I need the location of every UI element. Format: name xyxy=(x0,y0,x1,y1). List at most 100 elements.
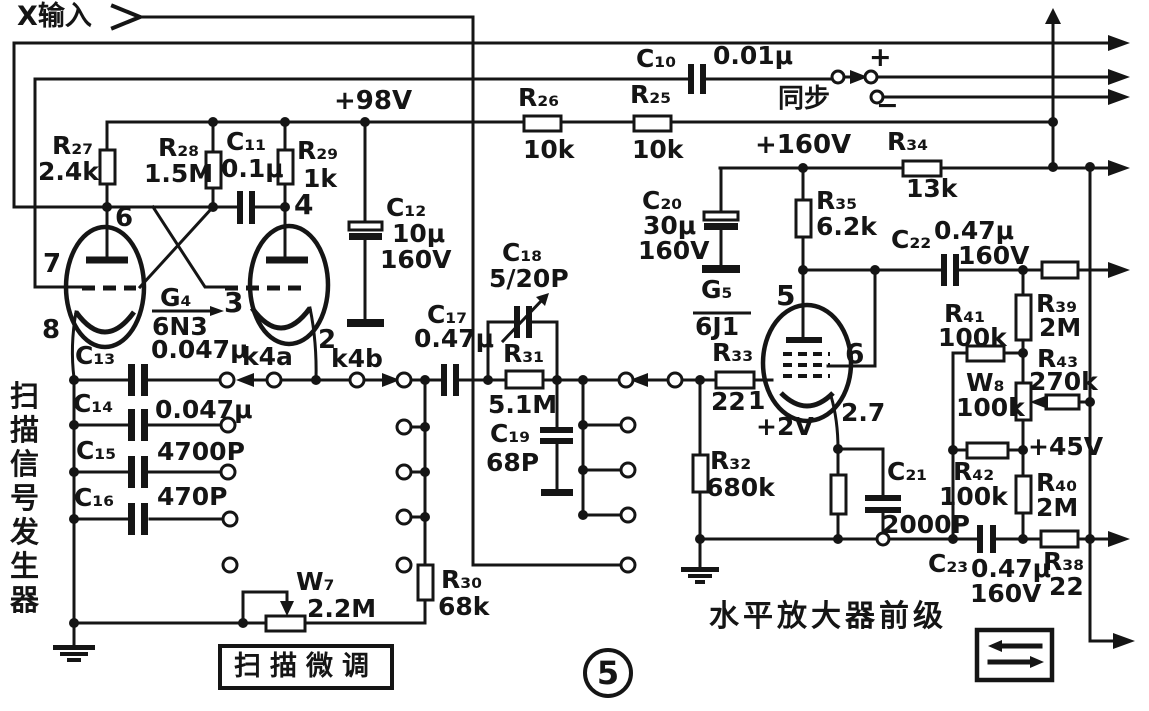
supply-160v-label: +160V xyxy=(755,130,852,160)
g4-pin7-label: 7 xyxy=(43,249,62,279)
r34-symbol xyxy=(901,159,943,178)
c19-ground-bar xyxy=(541,489,573,496)
r33-switch-contact xyxy=(617,371,635,389)
g4-pin8-label: 8 xyxy=(42,315,61,345)
ground-r32 xyxy=(681,567,719,572)
r30-ref: R₃₀ xyxy=(441,565,483,594)
c23-ref: C₂₃ xyxy=(928,549,969,578)
w7-ref: W₇ xyxy=(296,567,335,596)
r39-ref: R₃₉ xyxy=(1036,289,1078,318)
c14-value: 0.047μ xyxy=(155,395,253,424)
g4-pin6-label: 6 xyxy=(115,203,134,233)
r33-wiper-arrow-icon xyxy=(630,373,648,387)
c22-value: 0.47μ xyxy=(934,216,1015,245)
b160-arrow-icon xyxy=(1108,160,1130,176)
r38-ref: R₃₈ xyxy=(1043,547,1085,576)
r29-ref: R₂₉ xyxy=(297,136,339,165)
c22-ref: C₂₂ xyxy=(891,225,932,254)
tube-g5-6j1 xyxy=(693,302,854,424)
r27-symbol xyxy=(98,148,117,186)
c19-ref: C₁₉ xyxy=(490,419,531,448)
c18-ref: C₁₈ xyxy=(502,238,543,267)
c22-plates xyxy=(941,254,947,286)
r31-value: 5.1M xyxy=(488,390,558,419)
r35-symbol xyxy=(794,198,813,239)
k4a-contact xyxy=(218,371,236,389)
g4-ref: G₄ xyxy=(160,283,192,312)
r29-symbol xyxy=(276,148,295,186)
c21-value: 2000P xyxy=(882,510,970,539)
r32-value: 680k xyxy=(706,473,775,502)
c17-ref: C₁₇ xyxy=(427,300,468,329)
c19-value: 68P xyxy=(486,448,540,477)
c21-ref: C₂₁ xyxy=(887,457,928,486)
r28-symbol xyxy=(204,150,223,190)
c15-plates xyxy=(128,456,135,488)
w8-value: 100k xyxy=(956,393,1025,422)
c20-positive-plate xyxy=(702,210,740,222)
junction-dots xyxy=(69,117,1095,628)
k4b-contact xyxy=(348,371,366,389)
w8-ref: W₈ xyxy=(966,368,1005,397)
figure-number: 5 xyxy=(583,648,633,698)
r39-symbol xyxy=(1014,293,1033,342)
out1-arrow-icon xyxy=(1108,262,1130,278)
sweep-generator-label: 扫描信号发生器 xyxy=(10,379,40,617)
c15-value: 4700P xyxy=(157,437,245,466)
c18-plates xyxy=(514,306,520,338)
r34-value: 13k xyxy=(906,174,958,203)
c10-plates xyxy=(688,64,694,94)
r41-symbol xyxy=(965,344,1006,363)
c14-plates xyxy=(128,409,135,441)
supply-45v-label: +45V xyxy=(1028,432,1104,461)
r25-ref: R₂₅ xyxy=(630,80,672,109)
c20-ground-bar xyxy=(702,265,740,273)
r30-symbol xyxy=(416,563,435,602)
c12-value: 10μ xyxy=(392,219,446,248)
c23-voltage: 160V xyxy=(970,579,1042,608)
c12-positive-plate xyxy=(347,220,384,232)
r43-value: 270k xyxy=(1029,367,1098,396)
minus-contact xyxy=(869,89,885,105)
g5-cathode xyxy=(779,391,835,409)
g5-pin1-label: 1 xyxy=(748,386,766,415)
k4b-label: k4b xyxy=(331,344,383,373)
horizontal-amp-label: 水平放大器前级 xyxy=(709,599,947,634)
minus-terminal-label: − xyxy=(876,90,899,121)
bus2-arrow-icon xyxy=(1108,69,1130,85)
c22-voltage: 160V xyxy=(958,241,1030,270)
g5-cathode-value: 2.7 xyxy=(841,398,886,427)
c16-ref: C₁₆ xyxy=(74,483,115,512)
c11-plates xyxy=(237,191,243,224)
ground-left xyxy=(53,645,95,650)
r35-ref: R₃₅ xyxy=(816,186,858,215)
bus1-arrow-icon xyxy=(1108,35,1130,51)
sweep-trim-label: 扫描微调 xyxy=(218,644,394,691)
k4a-label: k4a xyxy=(242,342,293,371)
c18-value: 5/20P xyxy=(489,264,569,293)
r26-value: 10k xyxy=(523,135,575,164)
r38-value: 22 xyxy=(1049,572,1084,601)
r33-value: 22 xyxy=(711,387,746,416)
resistor-symbols xyxy=(98,114,1081,633)
k4b-wiper-arrow-icon xyxy=(382,373,400,387)
c20-negative-plate xyxy=(704,223,738,230)
g5-cathode-resistor-symbol xyxy=(829,473,848,516)
r41-value: 100k xyxy=(938,323,1007,352)
r40-value: 2M xyxy=(1036,493,1079,522)
c23-plates xyxy=(977,525,983,553)
c16-plates xyxy=(128,503,135,535)
c12-ground-bar xyxy=(347,319,384,327)
r30-value: 68k xyxy=(438,592,490,621)
r31-symbol xyxy=(504,369,545,390)
k4a-wiper-arrow-icon xyxy=(236,373,254,387)
c20-voltage: 160V xyxy=(638,236,710,265)
g5-ref: G₅ xyxy=(701,275,733,304)
c21-plates xyxy=(865,495,901,501)
r32-ref: R₃₂ xyxy=(710,446,752,475)
g4-type: 6N3 xyxy=(152,312,208,341)
c13-value: 0.047μ xyxy=(151,335,249,364)
r29-value: 1k xyxy=(303,164,338,193)
